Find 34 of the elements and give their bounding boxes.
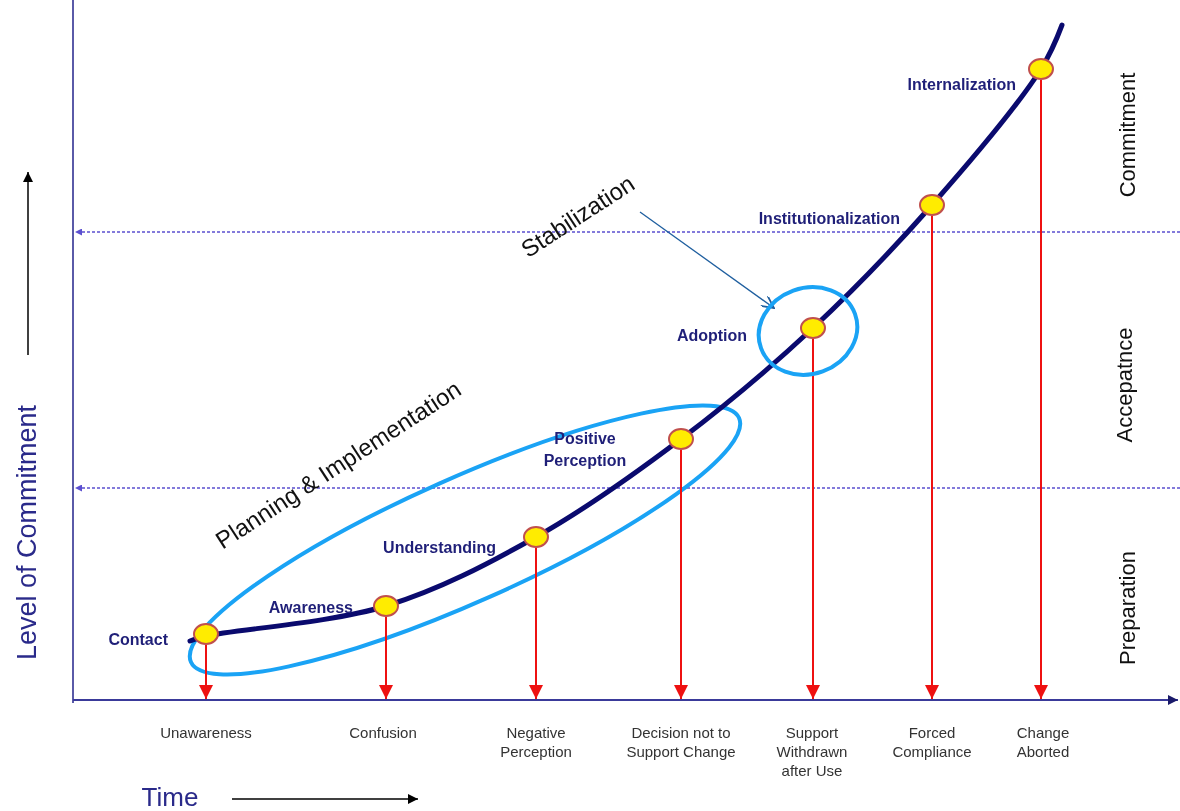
outcome-label: Support Withdrawn after Use (767, 700, 857, 781)
axis-title: Level of Commitment (14, 404, 42, 660)
level-label: Accepatnce (1114, 327, 1136, 443)
outcome-label: Unawareness (131, 700, 281, 743)
stage-marker (919, 194, 945, 216)
stage-marker (373, 595, 399, 617)
arrow (529, 547, 543, 700)
outcome-label: Confusion (323, 700, 443, 743)
stage-marker (193, 623, 219, 645)
stage-label: Adoption (676, 328, 748, 344)
outcome-label: Negative Perception (476, 700, 596, 762)
outcome-label: Decision not to Support Change (621, 700, 741, 762)
arrow (806, 338, 820, 700)
stage-label: Internalization (907, 75, 1016, 96)
level-label: Commitment (1117, 72, 1139, 198)
axis-title: Time (141, 784, 199, 810)
outcome-label: Forced Compliance (877, 700, 987, 762)
stage-label: Institutionalization (758, 209, 900, 230)
stage-marker (800, 317, 826, 339)
arrow (674, 449, 688, 700)
stage-label: Awareness (268, 598, 353, 619)
stage-label: Positive Perception (542, 429, 628, 471)
outcome-label: Change Aborted (993, 700, 1093, 762)
stage-marker (668, 428, 694, 450)
arrow (199, 644, 213, 700)
arrow (639, 211, 775, 309)
stage-label: Understanding (383, 538, 496, 559)
stage-marker (1028, 58, 1054, 80)
arrow (1034, 79, 1048, 700)
arrow (379, 616, 393, 700)
stage-marker (523, 526, 549, 548)
arrow (925, 215, 939, 700)
level-label: Preparation (1117, 551, 1139, 665)
stage-label: Contact (108, 630, 168, 651)
